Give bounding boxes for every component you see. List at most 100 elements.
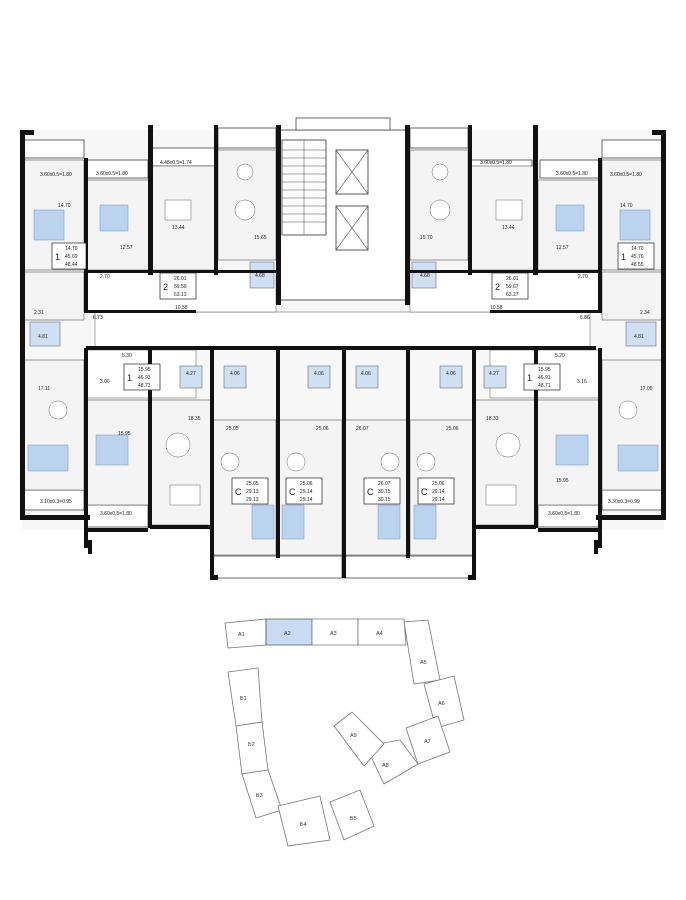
room-area: 14.70 xyxy=(58,203,71,209)
room-area: 5.30 xyxy=(122,353,132,359)
key-plan-section[interactable]: A8 xyxy=(365,739,419,785)
room-area: 15.70 xyxy=(420,235,433,241)
balcony-label: 3.60x0.5=1.80 xyxy=(96,171,128,177)
apartment-value: 48.73 xyxy=(138,383,151,389)
room-area: 25.05 xyxy=(226,426,239,432)
svg-text:Б1: Б1 xyxy=(240,696,247,702)
key-plan-section[interactable]: A3 xyxy=(311,618,359,646)
room-area: 6.73 xyxy=(93,315,103,321)
apartment-rooms: 1 xyxy=(127,373,132,383)
balcony-label: 3.30x0.3=0.99 xyxy=(608,499,640,505)
key-plan-section[interactable]: A6 xyxy=(423,675,465,729)
apartment-box: 1 15.95 46.93 48.73 xyxy=(123,363,161,391)
key-plan-section[interactable]: Б5 xyxy=(329,789,375,841)
room-area: 6.86 xyxy=(580,315,590,321)
room-area: 4.27 xyxy=(489,371,499,377)
apartment-value: 14.70 xyxy=(65,246,78,252)
balcony-label: 3.60x0.5=1.80 xyxy=(480,160,512,166)
balcony-label: 3.10x0.3=0.95 xyxy=(40,499,72,505)
apartment-rooms: C xyxy=(367,487,374,497)
apartment-value: 29.13 xyxy=(246,497,259,503)
svg-text:Б3: Б3 xyxy=(256,793,263,799)
apartment-box: 1 15.95 46.91 48.71 xyxy=(523,363,561,391)
apartment-value: 15.95 xyxy=(538,367,551,373)
balcony-label: 4.48x0.5=1.74 xyxy=(160,160,192,166)
room-area: 4.06 xyxy=(446,371,456,377)
key-plan-section[interactable]: A9 xyxy=(333,711,385,767)
apartment-value: 46.93 xyxy=(138,375,151,381)
room-area: 4.06 xyxy=(314,371,324,377)
key-plan-section[interactable]: Б2 xyxy=(235,721,269,775)
room-area-labels: 14.70 12.57 13.44 15.65 4.68 10.58 2.70 … xyxy=(34,203,653,484)
room-area: 4.27 xyxy=(186,371,196,377)
svg-text:A6: A6 xyxy=(438,701,445,707)
apartment-rooms: 1 xyxy=(527,373,532,383)
apartment-box: C 25.05 29.13 29.13 xyxy=(231,477,269,505)
key-plan: A1 A2 A3 A4 A5 A6 A7 A8 xyxy=(224,618,465,847)
room-area: 14.70 xyxy=(620,203,633,209)
room-area: 4.68 xyxy=(255,273,265,279)
svg-text:Б2: Б2 xyxy=(248,742,255,748)
room-area: 17.11 xyxy=(38,386,50,392)
apartment-value: 14.70 xyxy=(631,246,644,252)
room-area: 13.44 xyxy=(172,225,185,231)
apartment-box: C 25.06 29.14 29.14 xyxy=(417,477,455,505)
key-plan-section[interactable]: Б4 xyxy=(277,795,331,847)
apartment-box: 2 26.01 59.67 63.27 xyxy=(491,272,529,300)
room-area: 3.06 xyxy=(100,379,110,385)
room-area: 4.06 xyxy=(230,371,240,377)
room-area: 18.35 xyxy=(188,416,201,422)
apartment-value: 63.13 xyxy=(174,292,187,298)
svg-text:A7: A7 xyxy=(424,739,431,745)
svg-text:Б5: Б5 xyxy=(350,816,357,822)
room-area: 15.95 xyxy=(556,478,569,484)
key-plan-section[interactable]: A7 xyxy=(405,715,451,765)
bottom-balconies xyxy=(21,489,665,579)
room-area: 18.33 xyxy=(486,416,499,422)
room-area: 17.05 xyxy=(640,386,653,392)
key-plan-section[interactable]: A5 xyxy=(403,619,441,685)
key-plan-section[interactable]: Б1 xyxy=(227,667,263,727)
balcony-label: 3.60x0.5=1.80 xyxy=(548,511,580,517)
room-area: 12.57 xyxy=(556,245,569,251)
apartment-value: 63.27 xyxy=(506,292,519,298)
room-area: 26.07 xyxy=(356,426,369,432)
apartment-box: 1 14.70 45.69 48.44 xyxy=(51,242,87,270)
apartment-value: 30.15 xyxy=(378,489,391,495)
room-area: 12.57 xyxy=(120,245,133,251)
balcony-label: 3.60x0.5=1.80 xyxy=(100,511,132,517)
apartment-value: 29.14 xyxy=(432,489,445,495)
svg-text:A1: A1 xyxy=(238,632,245,638)
room-area: 4.68 xyxy=(420,273,430,279)
apartment-value: 26.01 xyxy=(174,276,187,282)
balcony-label: 3.60x0.5=1.80 xyxy=(556,171,588,177)
apartment-rooms: C xyxy=(289,487,296,497)
room-area: 25.06 xyxy=(316,426,329,432)
apartment-rooms: C xyxy=(235,487,242,497)
room-area: 15.95 xyxy=(118,431,131,437)
apartment-box: 1 14.70 45.76 48.55 xyxy=(617,242,655,270)
apartment-value: 29.13 xyxy=(246,489,259,495)
room-area: 5.20 xyxy=(555,353,565,359)
apartment-info-boxes: 2 26.01 59.59 63.13 2 26.01 59.67 63.27 … xyxy=(51,242,655,505)
key-plan-section[interactable]: Б3 xyxy=(241,769,283,819)
room-area: 2.34 xyxy=(640,310,650,316)
balcony-label: 3.60x0.5=1.80 xyxy=(40,172,72,178)
key-plan-section-active[interactable]: A2 xyxy=(265,618,313,646)
room-area: 4.81 xyxy=(634,334,644,340)
svg-text:A8: A8 xyxy=(382,763,389,769)
furniture xyxy=(27,163,659,540)
apartment-rooms: 2 xyxy=(495,282,500,292)
svg-text:A3: A3 xyxy=(330,631,337,637)
key-plan-section[interactable]: A4 xyxy=(357,618,407,646)
apartment-value: 48.55 xyxy=(631,262,644,268)
apartment-box: C 26.07 30.15 30.15 xyxy=(363,477,401,505)
room-area: 13.44 xyxy=(502,225,515,231)
apartment-value: 45.76 xyxy=(631,254,644,260)
svg-text:A4: A4 xyxy=(376,631,383,637)
balcony-label: 3.60x0.5=1.80 xyxy=(610,172,642,178)
svg-text:A5: A5 xyxy=(420,660,427,666)
key-plan-section[interactable]: A1 xyxy=(224,618,267,649)
svg-text:A9: A9 xyxy=(350,733,357,739)
